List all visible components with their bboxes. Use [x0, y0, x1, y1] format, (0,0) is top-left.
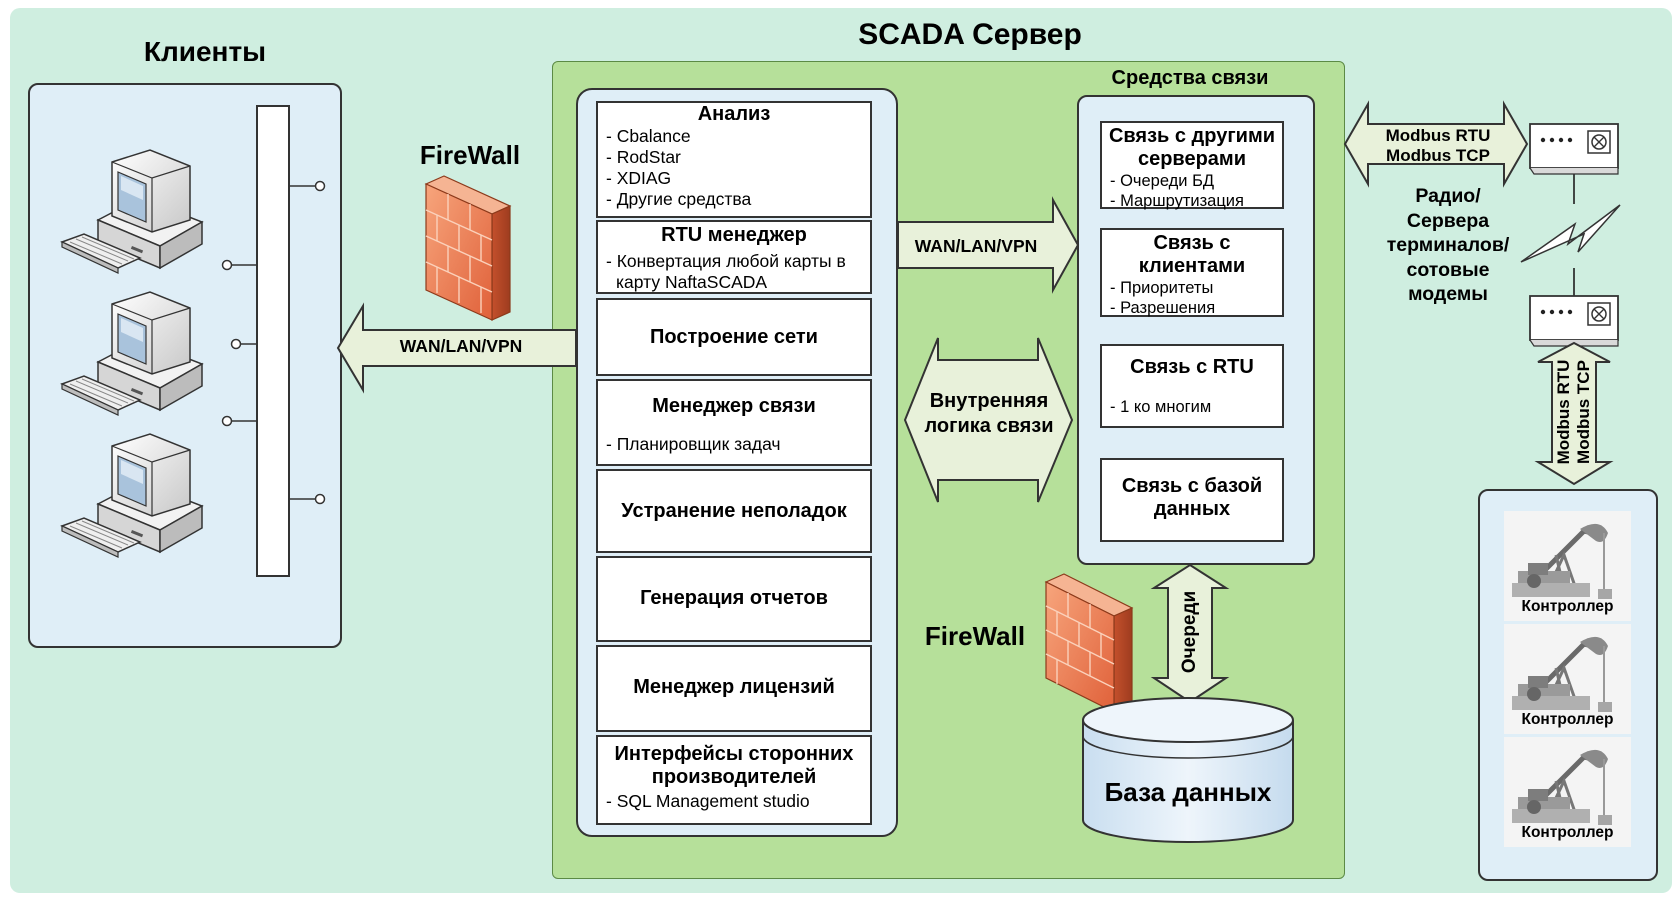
modbus-line: Modbus RTU	[1554, 359, 1573, 465]
module-troubleshooting: Устранение неполадок	[596, 469, 872, 553]
internal-logic-line: Внутренняя	[929, 390, 1049, 412]
firewall-label-top: FireWall	[419, 140, 521, 170]
module-item: - SQL Management studio	[606, 791, 810, 811]
module-item: - Cbalance	[606, 126, 691, 146]
module-item: - Другие средства	[606, 189, 752, 209]
controller-label: Контроллер	[1521, 824, 1614, 841]
module-title: Построение сети	[650, 326, 818, 348]
modbus-line: Modbus TCP	[1574, 360, 1593, 464]
comm-box-title: Связь с базой данных	[1121, 475, 1263, 520]
comm-box-item: - Очереди БД	[1110, 172, 1215, 190]
modbus-top-label: Modbus RTU Modbus TCP	[1370, 126, 1506, 166]
clients-title: Клиенты	[143, 36, 267, 67]
module-comm-manager: Менеджер связи - Планировщик задач	[596, 379, 872, 466]
wan-label-left: WAN/LAN/VPN	[399, 336, 523, 356]
internal-logic-label: Внутренняя логика связи	[910, 389, 1068, 439]
modbus-vertical-label: Modbus RTU Modbus TCP	[1554, 352, 1594, 472]
radio-line: Сервера	[1406, 209, 1490, 232]
comm-box-title: Связь с RTU	[1130, 356, 1254, 378]
modbus-line: Modbus TCP	[1386, 146, 1490, 165]
module-item: - XDIAG	[606, 168, 672, 188]
module-title: Интерфейсы сторонних производителей	[614, 743, 854, 788]
radio-line: терминалов/	[1386, 234, 1510, 256]
module-title: RTU менеджер	[661, 224, 807, 246]
module-title: Устранение неполадок	[621, 500, 847, 522]
module-reports: Генерация отчетов	[596, 556, 872, 642]
module-item: - Планировщик задач	[606, 434, 781, 454]
comm-box-servers: Связь с другими серверами - Очереди БД -…	[1100, 121, 1284, 210]
modbus-line: Modbus RTU	[1385, 126, 1491, 145]
module-analysis: Анализ - Cbalance - RodStar - XDIAG - Др…	[596, 101, 872, 218]
comm-box-database: Связь с базой данных	[1100, 458, 1284, 542]
module-title: Менеджер лицензий	[633, 676, 835, 698]
controller-card: Контроллер	[1504, 511, 1631, 621]
comm-box-title: Связь с другими серверами	[1108, 125, 1276, 170]
controller-card: Контроллер	[1504, 624, 1631, 734]
page-title: SCADA Сервер	[858, 18, 1082, 51]
radio-label: Радио/ Сервера терминалов/ сотовые модем…	[1370, 184, 1526, 307]
module-licenses: Менеджер лицензий	[596, 645, 872, 732]
module-title: Генерация отчетов	[640, 587, 828, 609]
wan-label-right: WAN/LAN/VPN	[914, 236, 1038, 256]
database-label: База данных	[1104, 777, 1272, 807]
radio-line: Радио/	[1415, 185, 1481, 207]
module-item: - RodStar	[606, 147, 681, 167]
module-third-party: Интерфейсы сторонних производителей - SQ…	[596, 735, 872, 825]
module-item: карту NaftaSCADA	[616, 272, 768, 292]
firewall-label-bottom: FireWall	[924, 621, 1026, 651]
module-rtu-manager: RTU менеджер - Конвертация любой карты в…	[596, 220, 872, 294]
internal-logic-line: логика связи	[924, 415, 1054, 437]
controller-label: Контроллер	[1521, 711, 1614, 728]
comm-box-clients: Связь с клиентами - Приоритеты - Разреше…	[1100, 228, 1284, 317]
comm-box-title: Связь с клиентами	[1138, 232, 1246, 277]
comm-box-item: - Маршрутизация	[1110, 192, 1244, 210]
controller-label: Контроллер	[1521, 598, 1614, 615]
comm-box-rtu: Связь с RTU - 1 ко многим	[1100, 344, 1284, 428]
comm-box-item: - Приоритеты	[1110, 279, 1214, 297]
controller-card: Контроллер	[1504, 737, 1631, 847]
module-network-building: Построение сети	[596, 298, 872, 376]
queues-label: Очереди	[1179, 590, 1200, 674]
radio-line: сотовые	[1406, 258, 1490, 281]
comm-title: Средства связи	[1111, 67, 1269, 89]
radio-line: модемы	[1408, 283, 1488, 305]
module-item: - Конвертация любой карты в	[606, 251, 846, 271]
module-title: Анализ	[697, 103, 771, 125]
module-title: Менеджер связи	[652, 395, 816, 417]
comm-box-item: - 1 ко многим	[1110, 398, 1212, 416]
comm-box-item: - Разрешения	[1110, 299, 1216, 317]
